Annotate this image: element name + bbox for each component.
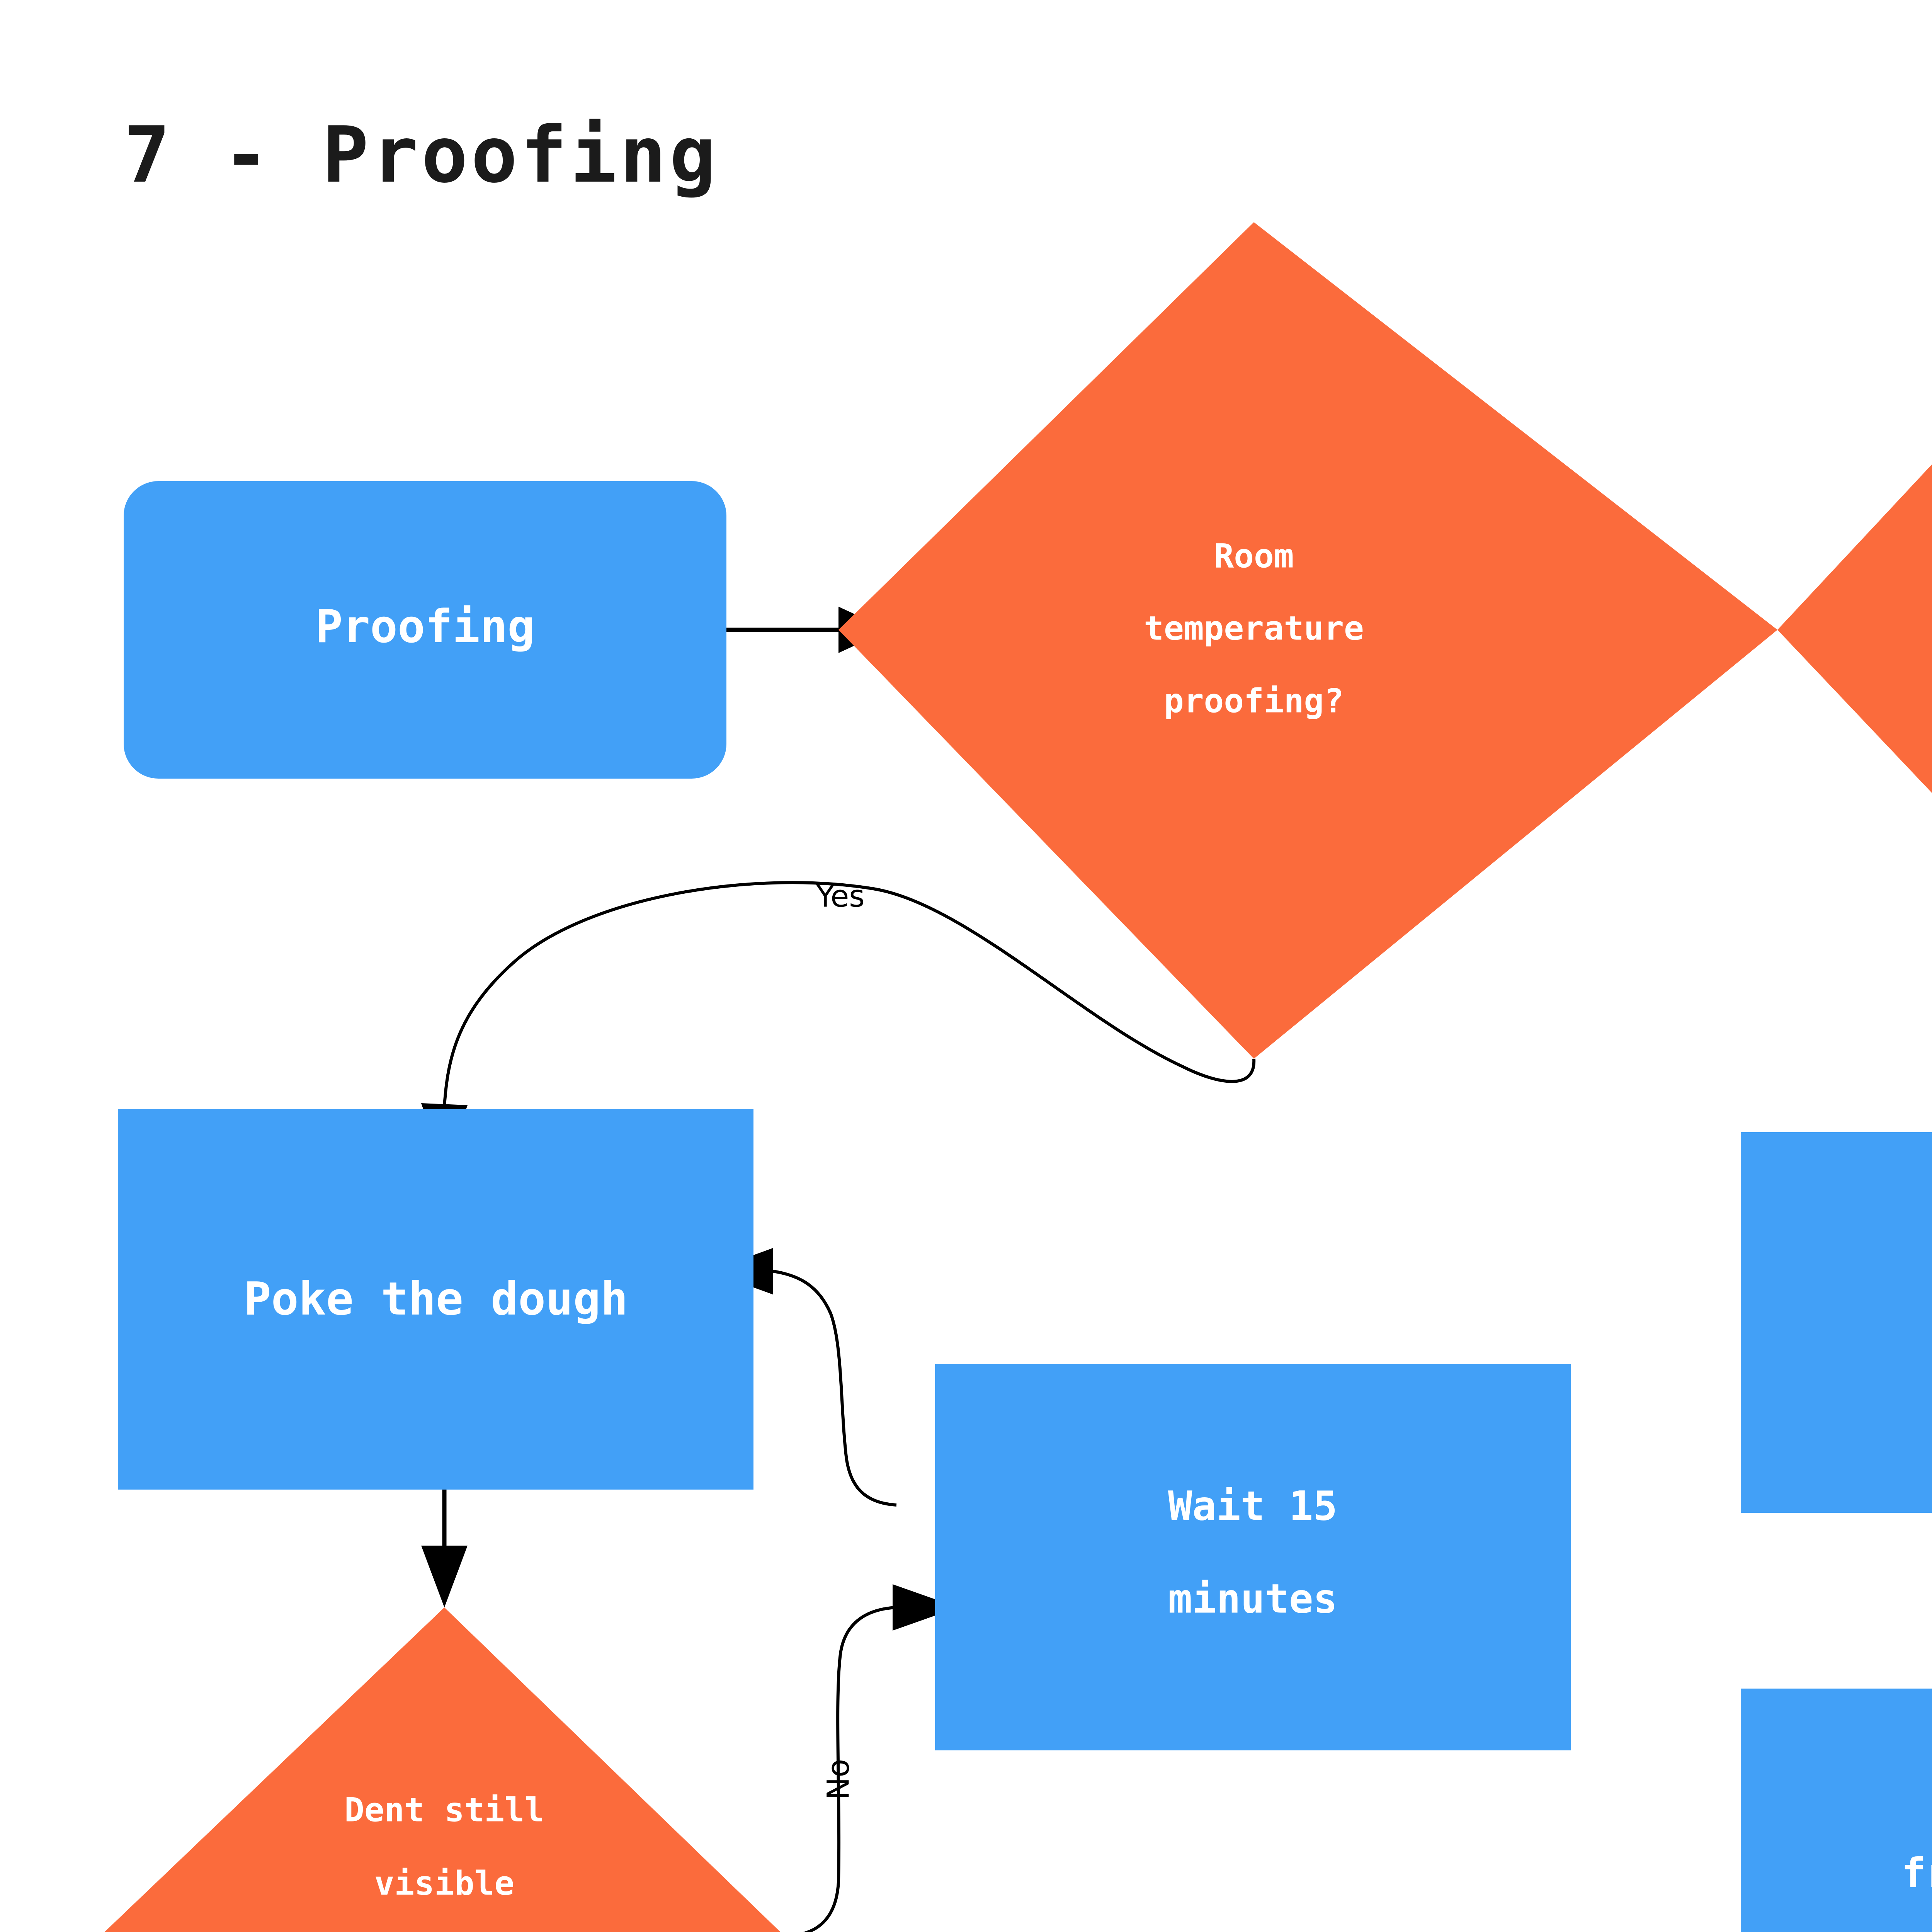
- node-poke-the-dough[interactable]: Poke the dough: [118, 1109, 753, 1490]
- node-wait-15-minutes-right[interactable]: Wait 15 minutes: [1741, 1132, 1932, 1513]
- node-decision-room-temperature-line2: temperature: [1144, 609, 1364, 648]
- node-proofing[interactable]: Proofing: [124, 481, 726, 779]
- node-decision-bake-window-shape[interactable]: [1777, 222, 1932, 1032]
- node-decision-room-temperature-shape[interactable]: [838, 222, 1777, 1059]
- node-wait-15-minutes-left-shape[interactable]: [935, 1364, 1571, 1750]
- node-wait-15-minutes-left[interactable]: Wait 15 minutes: [935, 1364, 1571, 1750]
- node-decision-dent-visible-line1: Dent still: [344, 1791, 544, 1829]
- node-proof-in-fridge-shape[interactable]: [1741, 1689, 1932, 1932]
- edge-label-room-temp-yes: Yes: [816, 879, 865, 914]
- page-title: 7 - Proofing: [124, 110, 719, 200]
- node-proofing-label: Proofing: [315, 600, 535, 653]
- node-decision-dent-visible[interactable]: Dent still visible after 1 minute?: [100, 1607, 784, 1932]
- node-wait-15-minutes-left-line2: minutes: [1168, 1575, 1337, 1622]
- edge-dent-no-to-wait-left: No: [803, 1584, 958, 1932]
- node-poke-the-dough-shape[interactable]: [118, 1109, 753, 1490]
- node-proof-in-fridge-line2: fridge at 4°C: [1901, 1849, 1932, 1896]
- node-wait-15-minutes-right-shape[interactable]: [1741, 1132, 1932, 1513]
- node-poke-the-dough-label: Poke the dough: [244, 1272, 628, 1325]
- node-proof-in-fridge[interactable]: Proof in fridge at 4°C (40°F): [1741, 1689, 1932, 1932]
- node-wait-15-minutes-left-line1: Wait 15: [1168, 1482, 1337, 1529]
- node-decision-room-temperature[interactable]: Room temperature proofing?: [838, 222, 1777, 1059]
- node-decision-dent-visible-shape[interactable]: [100, 1607, 784, 1932]
- node-decision-bake-window[interactable]: Bake in 10-16 hours?: [1777, 222, 1932, 1032]
- edge-label-dent-no: No: [821, 1759, 856, 1800]
- node-decision-room-temperature-line1: Room: [1214, 537, 1294, 575]
- node-decision-dent-visible-line2: visible: [374, 1864, 514, 1903]
- node-proofing-shape[interactable]: [124, 481, 726, 779]
- edge-poke-to-dent: [421, 1490, 468, 1607]
- node-decision-room-temperature-line3: proofing?: [1164, 682, 1344, 720]
